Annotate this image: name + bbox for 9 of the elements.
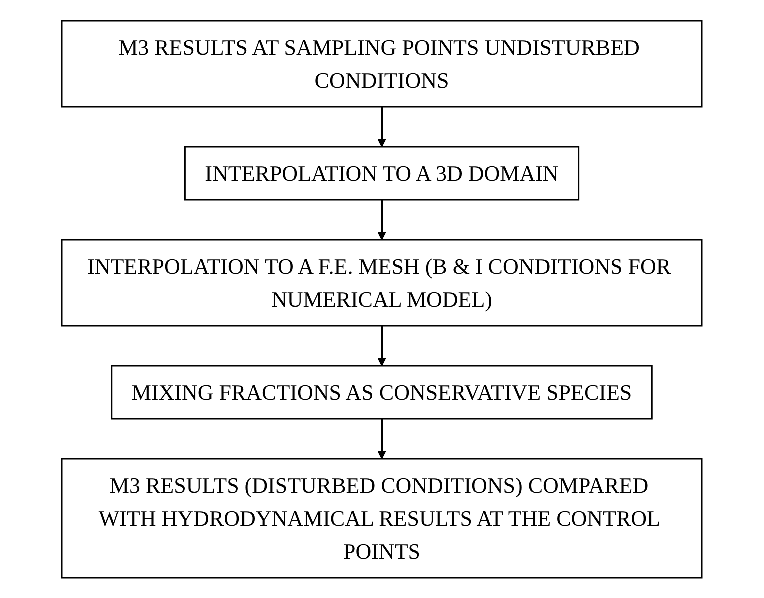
node-box: INTERPOLATION TO A 3D DOMAIN	[184, 146, 580, 200]
arrow	[378, 326, 386, 366]
node-box: INTERPOLATION TO A F.E. MESH (B & I CONDITIONS FOR NUMERICAL MODEL)	[61, 238, 703, 326]
arrow	[378, 106, 386, 147]
arrow	[378, 200, 386, 240]
node-box: M3 RESULTS (DISTURBED CONDITIONS) COMPARED WITH HYDRODYNAMICAL RESULTS AT THE CONTROL POINTS	[61, 458, 703, 578]
node-box: MIXING FRACTIONS AS CONSERVATIVE SPECIES	[111, 364, 653, 420]
node-box: M3 RESULTS AT SAMPLING POINTS UNDISTURBED CONDITIONS	[61, 20, 703, 108]
arrow	[378, 418, 386, 459]
